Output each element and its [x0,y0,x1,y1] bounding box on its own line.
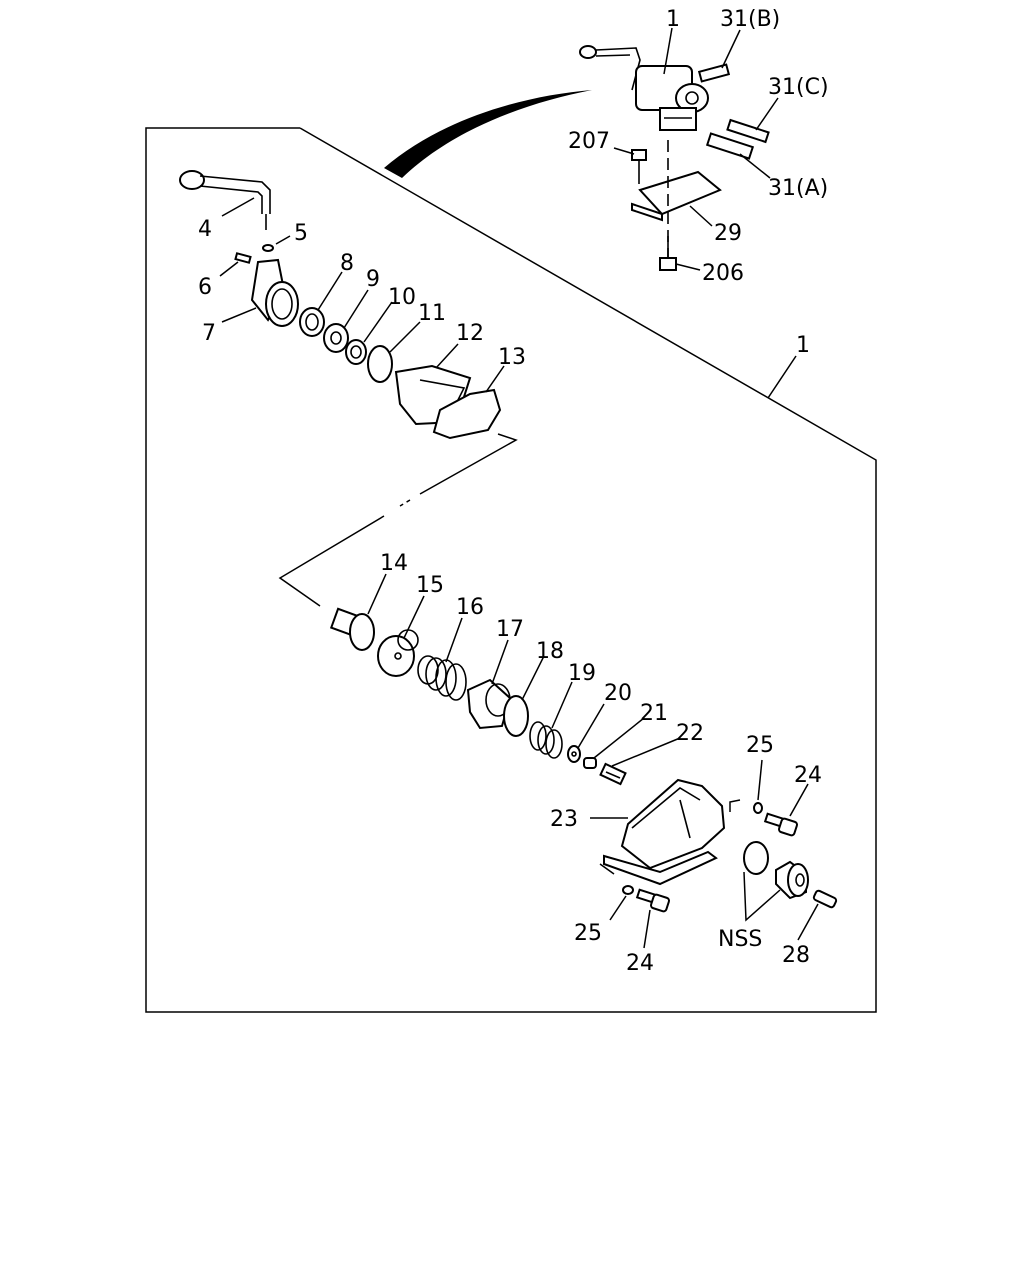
part-lever [179,170,271,230]
label-17: 17 [496,617,524,642]
part-nss-cap [775,860,809,900]
part-plug [812,889,838,909]
part-small-ring [262,244,274,252]
part-gasket [432,388,502,440]
connector-line [278,433,518,607]
label-18: 18 [536,639,564,664]
label-31c: 31(C) [768,75,829,100]
top-valve-assembly [579,45,770,271]
dash-right [729,799,741,812]
part-o-ring [367,345,393,383]
part-nss-oring [743,841,769,875]
label-11: 11 [418,301,446,326]
label-12: 12 [456,321,484,346]
part-bolt-right [763,812,798,837]
part-ring [503,695,529,737]
label-6: 6 [198,275,212,300]
part-spool-cap [329,607,375,651]
part-lock-washer-right [753,802,763,814]
part-lever-housing [250,258,299,327]
label-frame: 1 [796,333,810,358]
label-25-right: 25 [746,733,774,758]
label-24-bottom: 24 [626,951,654,976]
label-31a: 31(A) [768,176,828,201]
label-top-assembly: 1 [666,7,680,32]
assembly-pointer-arrow [384,90,592,178]
label-25-bottom: 25 [574,921,602,946]
label-21: 21 [640,701,668,726]
label-15: 15 [416,573,444,598]
part-piston [377,629,419,677]
label-16: 16 [456,595,484,620]
label-14: 14 [380,551,408,576]
label-nss: NSS [718,927,762,952]
top-leaders [613,27,779,271]
part-washer-small [567,745,581,763]
label-19: 19 [568,661,596,686]
label-24-right: 24 [794,763,822,788]
label-31b: 31(B) [720,7,780,32]
label-7: 7 [202,321,216,346]
part-plunger [583,757,597,769]
part-nut-small [345,339,367,365]
label-29: 29 [714,221,742,246]
label-5: 5 [294,221,308,246]
diagram-frame [145,127,877,1013]
label-9: 9 [366,267,380,292]
label-206: 206 [702,261,744,286]
label-4: 4 [198,217,212,242]
label-207: 207 [568,129,610,154]
part-pin [234,252,252,264]
part-spring-small [529,721,563,759]
part-lock-washer-bottom [622,885,634,895]
part-nut [299,307,325,337]
part-spring-large [417,655,467,701]
label-8: 8 [340,251,354,276]
part-spring-tiny [599,762,627,786]
upper-leaders [219,197,505,393]
label-20: 20 [604,681,632,706]
dash-bottom [599,863,615,875]
label-13: 13 [498,345,526,370]
part-rubber-cup [466,678,512,730]
part-valve-body [603,778,726,886]
label-23: 23 [550,807,578,832]
label-28: 28 [782,943,810,968]
part-bolt-bottom [635,888,670,913]
label-22: 22 [676,721,704,746]
part-washer [323,323,349,353]
frame-leader [767,355,797,399]
lower-leaders [367,573,819,949]
label-10: 10 [388,285,416,310]
